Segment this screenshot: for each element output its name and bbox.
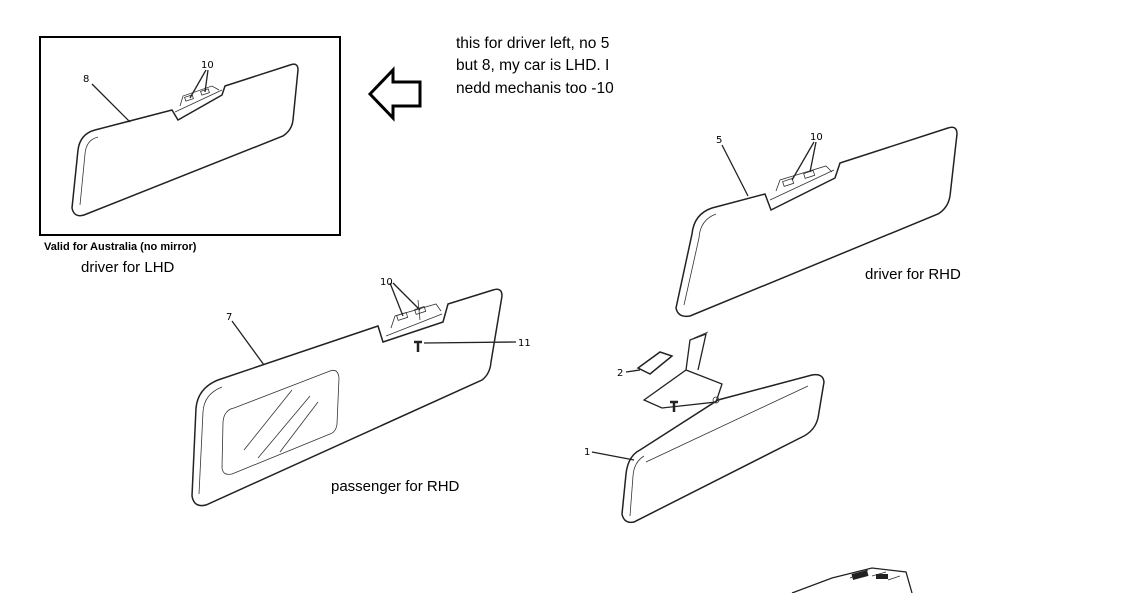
label-2: 2	[617, 368, 623, 379]
leader-10a	[791, 141, 815, 181]
driver-rhd-label: driver for RHD	[865, 266, 961, 283]
leader-5	[721, 144, 749, 197]
label-10-driver: 10	[810, 132, 823, 143]
label-5: 5	[716, 135, 722, 146]
passenger-visor-rhd	[191, 288, 503, 507]
partial-part-bottom	[791, 567, 913, 593]
leader-11	[423, 341, 517, 344]
label-1: 1	[584, 447, 590, 458]
leader-2	[625, 369, 641, 373]
inset-leader-10a	[189, 69, 207, 99]
note-line-1: this for driver left, no 5	[456, 35, 609, 52]
inset-box: 8 10	[39, 36, 341, 236]
driver-visor-rhd	[675, 126, 958, 318]
note-line-3: nedd mechanis too -10	[456, 80, 614, 97]
label-7: 7	[226, 312, 232, 323]
label-10-passenger: 10	[380, 277, 393, 288]
leader-10d	[392, 282, 421, 311]
leader-10c	[389, 282, 404, 317]
note-text: this for driver left, no 5 but 8, my car…	[456, 35, 614, 97]
inset-leader-8	[91, 83, 131, 123]
leader-1	[591, 451, 635, 461]
inset-visor-8	[71, 63, 299, 217]
inset-caption: Valid for Australia (no mirror)	[44, 241, 197, 253]
passenger-rhd-label: passenger for RHD	[331, 478, 460, 495]
label-11: 11	[518, 338, 531, 349]
inset-label-10: 10	[201, 60, 214, 71]
inset-leader-10b	[204, 69, 209, 93]
inset-label-8: 8	[83, 74, 89, 85]
driver-lhd-label: driver for LHD	[81, 259, 175, 276]
screw-11	[414, 340, 422, 352]
left-arrow-icon	[367, 66, 422, 122]
leader-10b	[809, 141, 817, 173]
note-line-2: but 8, my car is LHD. I	[456, 57, 609, 74]
mirror-visor-assembly	[621, 331, 825, 524]
leader-7	[231, 320, 265, 366]
